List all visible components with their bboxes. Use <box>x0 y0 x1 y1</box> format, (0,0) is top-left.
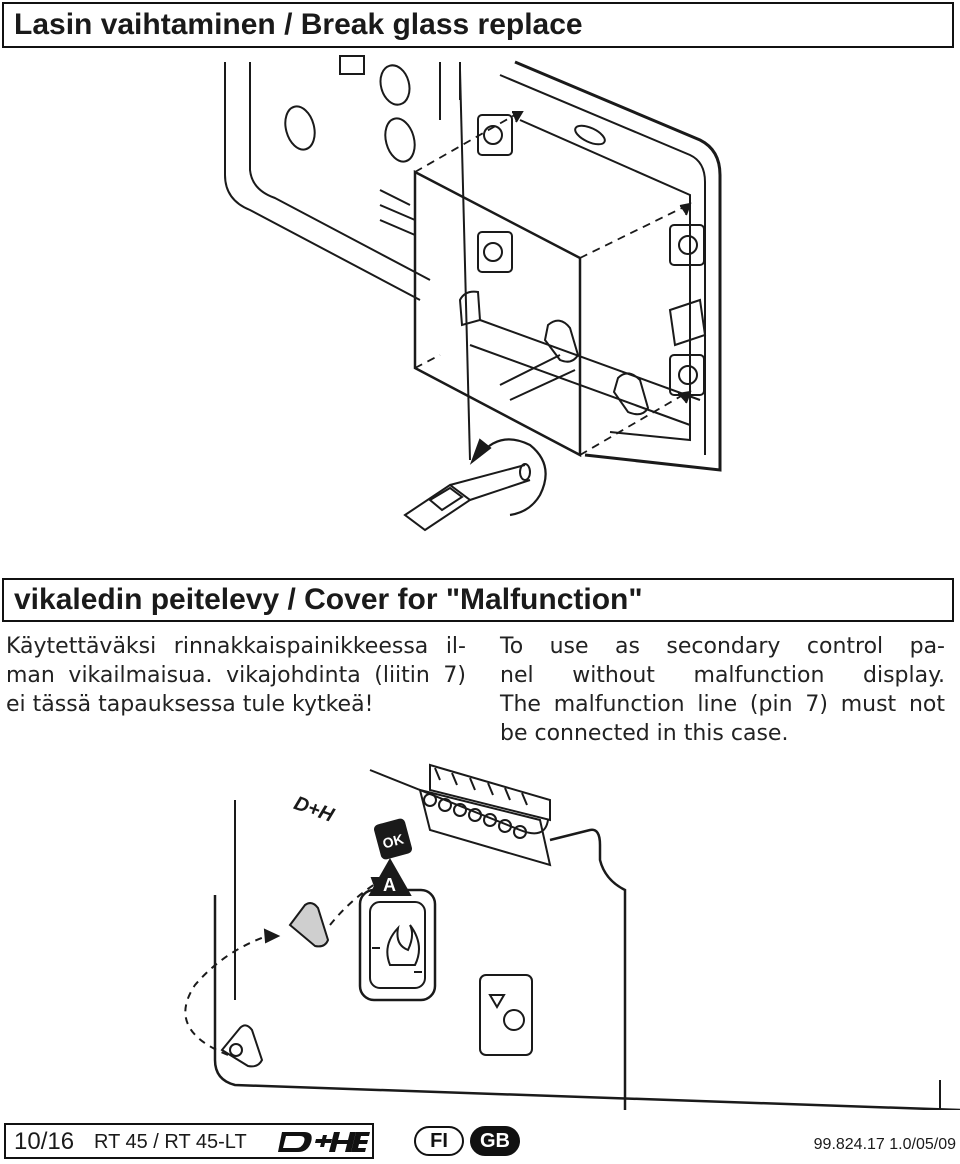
section-title-malfunction-cover: vikaledin peitelevy / Cover for "Malfunc… <box>2 578 954 622</box>
key-tool <box>403 463 531 532</box>
frame-outline <box>514 60 722 472</box>
malfunction-cover-illustration: OK A D+H <box>184 763 960 1110</box>
mounting-hole <box>284 105 316 151</box>
ok-label: OK <box>381 831 405 852</box>
triangle-cover-removed <box>220 1024 264 1068</box>
fire-icon <box>386 924 420 966</box>
page-number: 10/16 <box>14 1128 75 1155</box>
reset-knob <box>479 974 533 1056</box>
text-line: Käytettäväksi rinnakkaispainikkeessa il- <box>6 634 466 659</box>
rotate-arrow <box>479 438 547 517</box>
section-title-break-glass: Lasin vaihtaminen / Break glass replace <box>2 2 954 48</box>
triangle-cover <box>288 902 330 948</box>
fire-button <box>358 888 437 1002</box>
text-line: nel without malfunction display. <box>500 663 945 688</box>
brand-logo: D+H <box>291 792 337 827</box>
page-footer: 10/16 RT 45 / RT 45-LT FI GB 99.824.17 1… <box>0 1120 960 1164</box>
instruction-text-en: To use as secondary control pa- nel with… <box>500 632 945 748</box>
terminal-block <box>418 763 552 867</box>
instruction-text-fi: Käytettäväksi rinnakkaispainikkeessa il-… <box>6 632 466 719</box>
model-name: RT 45 / RT 45-LT <box>94 1131 247 1153</box>
text-line: The malfunction line (pin 7) must not <box>500 692 945 717</box>
housing-outline-left <box>224 62 421 301</box>
glass-pane <box>413 169 582 458</box>
text-line: man vikailmaisua. vikajohdinta (liitin 7… <box>6 663 466 688</box>
device-outline <box>213 895 960 1110</box>
language-badge-fi: FI <box>414 1126 464 1156</box>
text-line: ei tässä tapauksessa tule kytkeä! <box>6 692 374 717</box>
a-label: A <box>383 875 396 895</box>
mounting-hole <box>384 117 416 163</box>
dh-logo <box>278 1132 370 1152</box>
ok-indicator <box>374 818 412 860</box>
footer-info-box: 10/16 RT 45 / RT 45-LT <box>4 1123 374 1159</box>
break-glass-illustration <box>224 55 722 532</box>
language-badge-gb: GB <box>470 1126 520 1156</box>
text-line: be connected in this case. <box>500 721 789 746</box>
document-number: 99.824.17 1.0/05/09 <box>813 1136 956 1153</box>
text-line: To use as secondary control pa- <box>500 634 945 659</box>
glass-clip <box>477 114 513 156</box>
triangle-marker <box>543 319 580 363</box>
